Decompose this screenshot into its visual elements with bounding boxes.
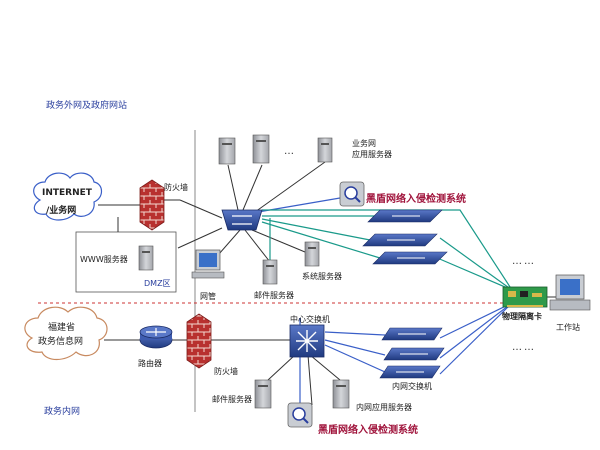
ids-top-icon — [339, 181, 365, 207]
ids-bottom-label: 黑盾网络入侵检测系统 — [318, 425, 418, 436]
isolation-card-icon — [502, 286, 548, 308]
more-devices-ellipsis-bottom: …… — [512, 342, 536, 353]
more-servers-ellipsis: … — [284, 146, 296, 157]
internal-app-server-label: 内网应用服务器 — [356, 403, 412, 412]
www-server-label: WWW服务器 — [80, 255, 128, 264]
firewall-top-label: 防火墙 — [164, 183, 188, 192]
internal-blue-links — [324, 302, 513, 375]
switch-stack-top-arrows — [387, 215, 425, 259]
zone-label-internal: 政务内网 — [44, 407, 81, 417]
fujian-label-line1: 福建省 — [48, 323, 76, 333]
business-app-server-icon — [317, 137, 333, 163]
business-app-server-label-2: 应用服务器 — [352, 150, 392, 159]
core-switch-label: 中心交换机 — [290, 315, 330, 324]
router-label: 路由器 — [138, 359, 162, 368]
management-label: 网管 — [200, 292, 216, 301]
core-switch-icon — [289, 324, 325, 358]
switch-stack-internal — [379, 327, 445, 379]
system-server-icon — [304, 241, 320, 267]
zone-label-external: 政务外网及政府网站 — [46, 101, 128, 111]
external-links — [98, 161, 326, 263]
internet-label-line1: INTERNET — [42, 188, 92, 198]
internal-app-server-icon — [332, 379, 350, 409]
switch-stack-top — [362, 209, 448, 265]
management-pc-icon — [191, 249, 225, 279]
system-server-label: 系统服务器 — [302, 272, 342, 281]
business-app-server-label-1: 业务网 — [352, 139, 376, 148]
mail-server-bottom-label: 邮件服务器 — [212, 395, 252, 404]
firewall-bottom-icon — [186, 313, 212, 369]
mail-server-top-icon — [262, 259, 278, 285]
fujian-label-line2: 政务信息网 — [38, 337, 84, 347]
dmz-zone-box — [75, 231, 177, 293]
ids-bottom-icon — [287, 402, 313, 428]
mail-server-bottom-icon — [254, 379, 272, 409]
firewall-bottom-label: 防火墙 — [214, 367, 238, 376]
firewall-top-icon — [139, 179, 165, 231]
fujian-cloud — [24, 306, 108, 361]
server-icon — [218, 137, 236, 165]
internal-links — [104, 339, 341, 406]
top-switch-icon — [221, 209, 263, 231]
internet-cloud — [33, 172, 103, 221]
workstation-icon — [549, 274, 591, 311]
zone-label-dmz: DMZ区 — [144, 279, 171, 288]
server-icon — [252, 134, 270, 164]
www-server-icon — [138, 245, 154, 271]
mail-server-top-label: 邮件服务器 — [254, 291, 294, 300]
workstation-label: 工作站 — [556, 323, 580, 332]
internet-label-line2: /业务网 — [46, 206, 77, 216]
teal-links — [261, 209, 513, 291]
ids-top-label: 黑盾网络入侵检测系统 — [366, 194, 466, 205]
more-devices-ellipsis-top: …… — [512, 256, 536, 267]
switch-stack-internal-arrows — [396, 333, 428, 373]
isolation-card-label: 物理隔离卡 — [502, 312, 542, 321]
router-icon — [139, 325, 173, 349]
internal-switch-label: 内网交换机 — [392, 382, 432, 391]
